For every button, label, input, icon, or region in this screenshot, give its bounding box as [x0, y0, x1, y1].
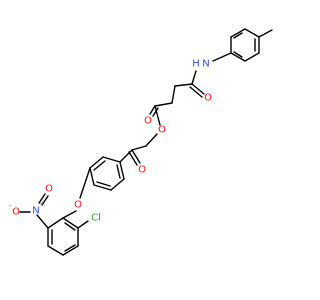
bond-ring2-inner-1	[93, 160, 106, 171]
atom-label-ether-o: O	[74, 200, 82, 211]
atom-label-ester-o: O	[158, 125, 166, 136]
atom-label-ketone-o: O	[138, 165, 146, 176]
bond-chain-3	[154, 102, 173, 107]
bond-nitro-o-1	[38, 193, 46, 204]
bond-ester-co-single	[154, 105, 161, 126]
bond-ester-co-2	[152, 107, 159, 117]
bond-tolyl-5	[230, 28, 246, 38]
bond-ring3-inner-3	[64, 222, 76, 231]
atom-label-ester-carbonyl-o: O	[144, 116, 152, 127]
bond-ring3-1	[47, 217, 64, 229]
bond-ring3-3	[47, 245, 64, 256]
bond-ring3-4	[62, 245, 79, 256]
atom-label-nitro-plus: +	[39, 200, 45, 208]
bond-tolyl-inner-2	[233, 51, 243, 58]
bond-ring2-5	[110, 178, 125, 191]
molecule-structure-diagram: H N O O O O O Cl N + O - O	[9, 28, 273, 256]
bond-nitro-o-2	[41, 195, 49, 206]
bond-ring2-inner-2	[96, 181, 111, 187]
bond-tolyl-inner-3	[233, 32, 243, 39]
bond-nh-amidec	[191, 70, 197, 85]
bond-keto-co-2	[128, 151, 138, 166]
atom-label-chlorine: Cl	[91, 213, 101, 224]
bond-layer	[19, 28, 273, 256]
atom-label-amide-o: O	[204, 93, 212, 104]
atom-label-nh-h: H	[192, 59, 200, 70]
bond-ring3-6	[62, 217, 79, 229]
bond-ring2-6	[119, 161, 125, 180]
bond-keto-co-1	[131, 149, 141, 164]
bond-ring2-inner-3	[116, 164, 121, 179]
bond-ring2-1	[102, 156, 121, 163]
atom-label-layer: H N O O O O O Cl N + O - O	[9, 59, 212, 224]
bond-amide-co-1	[191, 83, 205, 95]
bond-ketc-ring	[119, 149, 133, 163]
bond-ring-cl	[77, 220, 89, 229]
bond-ester-co-1	[149, 105, 156, 115]
bond-chain-2	[171, 85, 176, 104]
atom-label-nitro-minus: -	[9, 202, 12, 210]
bond-ring-nitro	[36, 214, 49, 229]
bond-ch2-ketc	[131, 145, 147, 151]
bond-ring3-inner-2	[64, 244, 76, 252]
atom-label-nitro-n: N	[32, 206, 39, 217]
bond-ring2-3	[89, 167, 95, 186]
bond-ring2-2	[89, 156, 104, 169]
bond-o-ch2	[145, 133, 158, 147]
bond-amide-co-2	[189, 86, 203, 98]
bond-oether-ring3	[62, 210, 77, 219]
bond-ring2-4	[93, 184, 112, 191]
bond-ring-nh	[212, 52, 232, 62]
bond-ring-oether	[79, 167, 91, 199]
bond-methyl	[258, 29, 273, 38]
bond-chain-1	[174, 83, 193, 87]
atom-label-nitro-o-minus: O	[12, 207, 20, 218]
atom-label-nitro-o: O	[45, 184, 53, 195]
atom-label-amide-n: N	[202, 59, 209, 70]
bond-tolyl-3	[230, 52, 246, 62]
bond-tolyl-2	[244, 52, 260, 62]
bond-tolyl-6	[244, 28, 260, 38]
